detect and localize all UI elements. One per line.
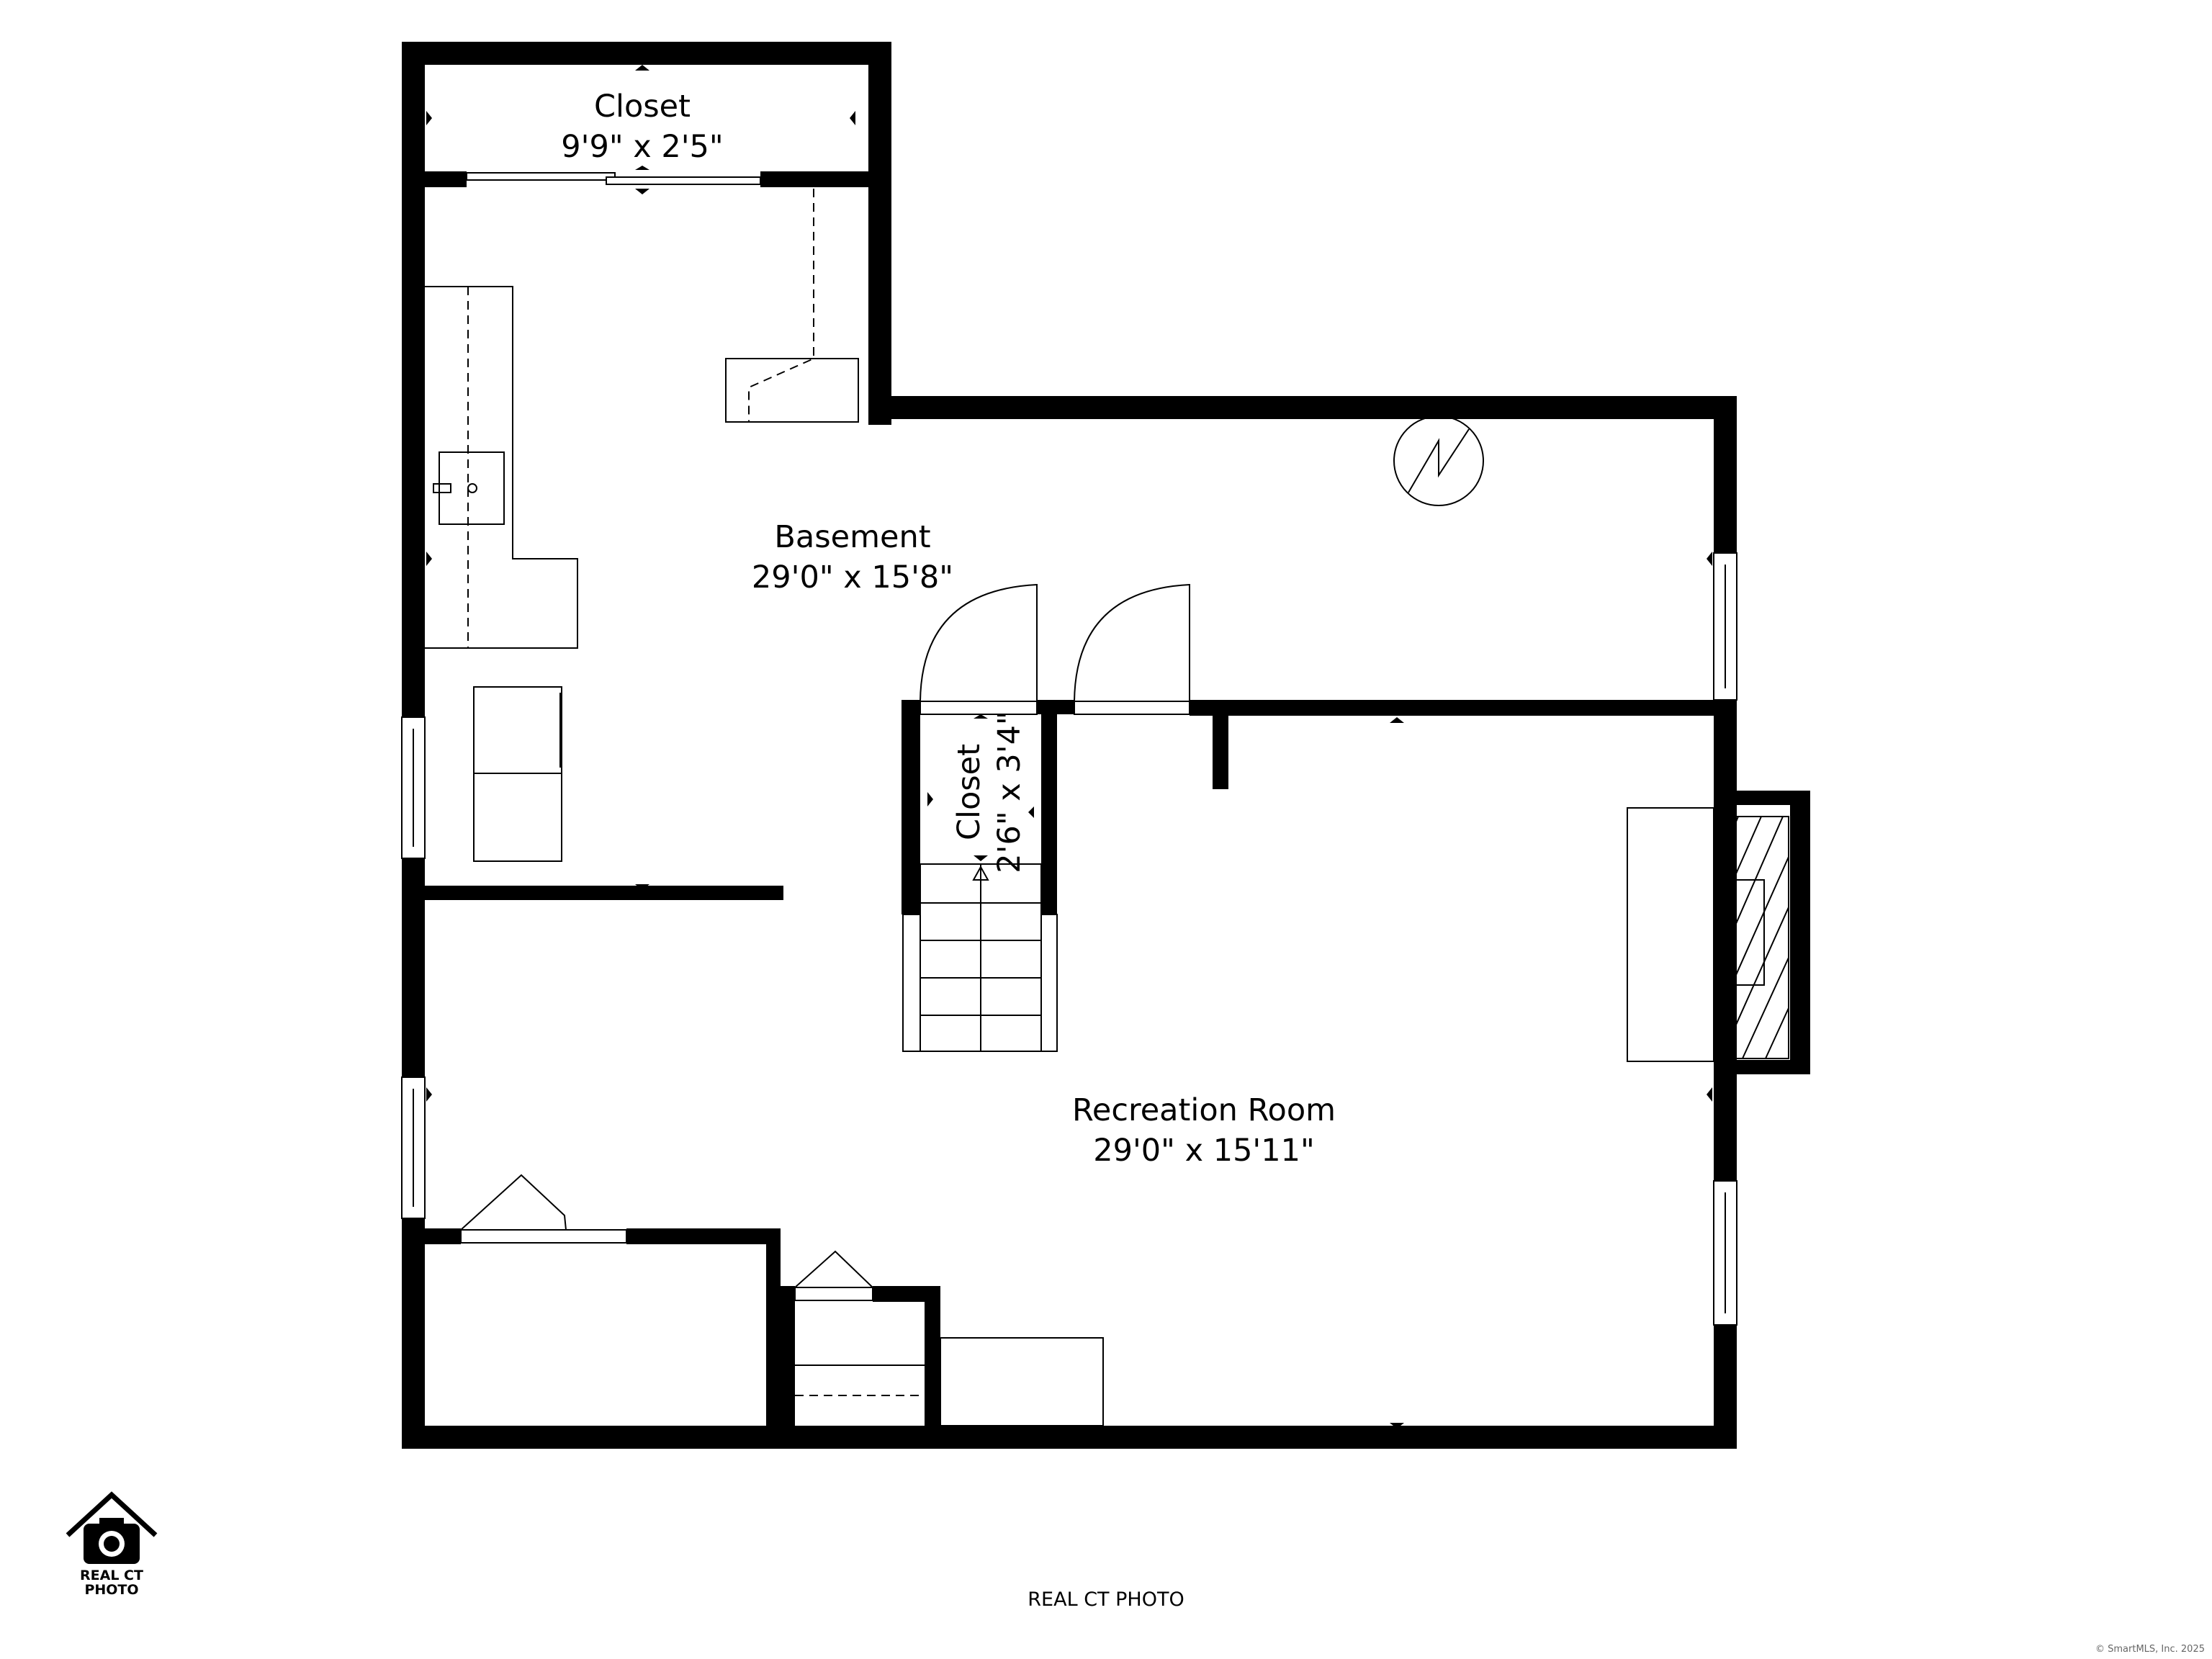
camera-house-icon: REAL CT PHOTO	[66, 1491, 158, 1597]
room-label-recreation: Recreation Room 29'0" x 15'11"	[1072, 1092, 1336, 1169]
sink	[439, 451, 505, 525]
room-size: 9'9" x 2'5"	[561, 129, 723, 165]
room-size: 2'6" x 3'4"	[992, 711, 1028, 873]
room-label-basement: Basement 29'0" x 15'8"	[752, 519, 953, 595]
logo-line2: PHOTO	[84, 1582, 138, 1597]
water-heater-icon	[1393, 415, 1484, 506]
doors	[460, 172, 1190, 1301]
copyright-notice: © SmartMLS, Inc. 2025	[2095, 1644, 2205, 1655]
stairs	[902, 863, 1058, 1052]
room-name: Closet	[951, 744, 987, 840]
windows	[401, 552, 1737, 1326]
hearth	[1627, 807, 1714, 1062]
fixtures	[425, 189, 1789, 1426]
fireplace-hatch	[1717, 816, 1789, 1059]
room-label-closet-stair: Closet 2'6" x 3'4"	[951, 711, 1028, 873]
room-size: 29'0" x 15'11"	[1093, 1133, 1315, 1169]
logo-line1: REAL CT	[80, 1568, 143, 1583]
dimension-markers	[426, 65, 1712, 1429]
footer-caption: REAL CT PHOTO	[1028, 1588, 1184, 1611]
washer	[473, 686, 562, 774]
room-size: 29'0" x 15'8"	[752, 559, 953, 595]
interior-walls	[425, 171, 1715, 1427]
room-name: Basement	[774, 519, 930, 555]
dryer	[473, 773, 562, 862]
room-name: Closet	[594, 89, 691, 125]
room-name: Recreation Room	[1072, 1092, 1336, 1128]
room-label-closet-top: Closet 9'9" x 2'5"	[561, 89, 723, 165]
